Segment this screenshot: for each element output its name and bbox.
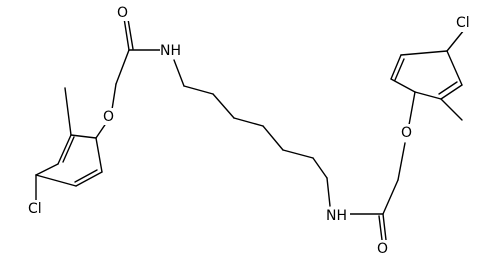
bond [123, 17, 130, 51]
bond [75, 171, 103, 187]
bond [212, 93, 235, 119]
bond [446, 29, 465, 52]
bond [115, 49, 130, 85]
bond [400, 50, 448, 56]
bond [95, 137, 103, 173]
bond [397, 142, 406, 181]
bond [326, 177, 331, 207]
ether-oxygen-right: O [401, 125, 412, 141]
bond [438, 81, 458, 95]
bond [282, 149, 314, 159]
bond [64, 87, 72, 136]
bond [57, 134, 72, 165]
bond [233, 117, 264, 127]
hexyl-chain [173, 59, 331, 207]
bond [390, 78, 416, 93]
amide-nh-left: NH [160, 43, 181, 59]
bond [390, 54, 402, 80]
bond [74, 169, 98, 183]
bond [408, 91, 416, 126]
bond [440, 84, 463, 100]
bond [35, 174, 77, 187]
bond [312, 157, 328, 179]
bond [127, 18, 134, 50]
bond [414, 91, 442, 100]
carbonyl-oxygen-right: O [377, 241, 388, 257]
bond [378, 215, 383, 241]
bond [70, 134, 97, 139]
ether-oxygen-left: O [103, 109, 114, 125]
bond [394, 58, 405, 81]
left-linker [110, 17, 163, 117]
right-aryl-ring [390, 29, 465, 126]
right-linker [349, 142, 406, 241]
amide-nh-right: NH [326, 208, 347, 224]
chlorine-atom-right: Cl [456, 15, 470, 31]
bond [173, 59, 185, 87]
carbonyl-oxygen-left: O [117, 5, 128, 21]
bond [35, 163, 59, 176]
bond [440, 98, 463, 121]
left-aryl-ring [35, 87, 112, 206]
bond [382, 179, 399, 215]
bond [183, 85, 214, 95]
bond [446, 50, 463, 86]
bond [262, 125, 284, 151]
bond [62, 136, 75, 163]
bond [382, 213, 387, 241]
chlorine-atom-left: Cl [28, 201, 42, 217]
